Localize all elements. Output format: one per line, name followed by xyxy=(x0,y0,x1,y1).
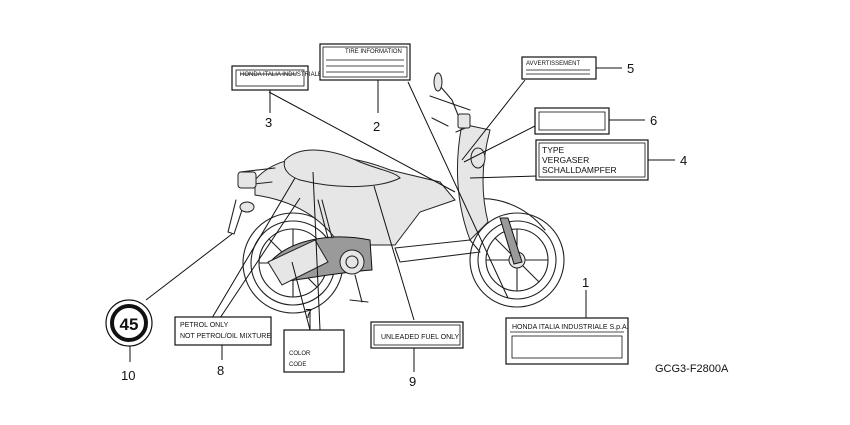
label-3-text: HONDA ITALIA INDUSTRIALE S.p.A. xyxy=(240,72,340,78)
label-8: PETROL ONLY NOT PETROL/OIL MIXTURE xyxy=(174,316,272,346)
label-7-line-1: COLOR xyxy=(289,351,311,357)
scooter-illustration xyxy=(227,72,565,314)
label-10-text: 45 xyxy=(120,315,139,334)
ref-number-10: 10 xyxy=(121,368,135,383)
label-7-line-2: CODE xyxy=(289,362,306,368)
ref-number-7: 7 xyxy=(305,306,312,321)
leader-lines xyxy=(129,67,675,372)
label-5-text: AVVERTISSEMENT xyxy=(526,61,580,67)
reference-numbers: 5 6 4 3 2 1 7 8 9 10 xyxy=(121,61,687,389)
label-9: UNLEADED FUEL ONLY xyxy=(370,321,464,349)
ref-number-8: 8 xyxy=(217,363,224,378)
label-10: 45 xyxy=(105,299,153,347)
label-8-line-1: PETROL ONLY xyxy=(180,322,229,329)
label-2: TIRE INFORMATION xyxy=(319,43,411,81)
ref-number-2: 2 xyxy=(373,119,380,134)
label-4: TYPE VERGASER SCHALLDAMPFER xyxy=(535,139,649,181)
label-2-text: TIRE INFORMATION xyxy=(345,49,402,55)
label-7: COLOR CODE xyxy=(283,329,345,373)
label-9-text: UNLEADED FUEL ONLY xyxy=(381,334,460,341)
label-3: HONDA ITALIA INDUSTRIALE S.p.A. xyxy=(231,65,340,91)
ref-number-6: 6 xyxy=(650,113,657,128)
ref-number-4: 4 xyxy=(680,153,687,168)
ref-number-5: 5 xyxy=(627,61,634,76)
label-1: HONDA ITALIA INDUSTRIALE S.p.A. xyxy=(505,317,629,365)
label-1-text: HONDA ITALIA INDUSTRIALE S.p.A. xyxy=(512,324,629,331)
ref-number-9: 9 xyxy=(409,374,416,389)
label-8-line-2: NOT PETROL/OIL MIXTURE xyxy=(180,333,271,340)
ref-number-3: 3 xyxy=(265,115,272,130)
figure-code: GCG3-F2800A xyxy=(655,363,729,375)
label-5: AVVERTISSEMENT xyxy=(521,56,597,80)
label-4-line-2: VERGASER xyxy=(542,155,589,165)
label-4-line-3: SCHALLDAMPFER xyxy=(542,165,617,175)
label-6 xyxy=(534,107,610,135)
label-4-line-1: TYPE xyxy=(542,145,565,155)
ref-number-1: 1 xyxy=(582,275,589,290)
